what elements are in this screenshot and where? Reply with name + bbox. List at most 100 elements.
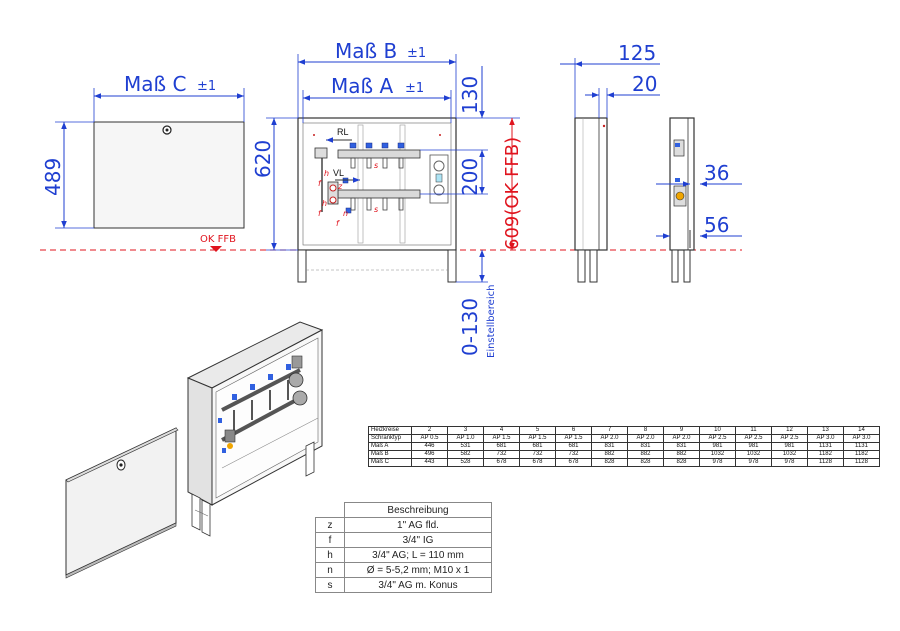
size-table-cell: 1032 [699, 450, 736, 459]
size-table-cell: 1032 [771, 450, 808, 459]
callout-s-top: s [374, 161, 378, 170]
size-table-cell: 828 [627, 458, 664, 467]
isometric-cabinet-view [65, 321, 324, 579]
size-table-cell: 6 [555, 426, 592, 435]
size-table-cell: 496 [411, 450, 448, 459]
size-table-cell: 12 [771, 426, 808, 435]
size-table-row-label: Schranktyp [368, 434, 412, 443]
size-table-cell: 9 [663, 426, 700, 435]
size-table-row-label: Heizkreise [368, 426, 412, 435]
legend-key: f [315, 532, 345, 548]
size-table-cell: 732 [555, 450, 592, 459]
legend-title: Beschreibung [344, 502, 492, 518]
callout-f-bottom: f [336, 219, 340, 228]
cabinet-side-view [560, 58, 660, 283]
legend-header-row: Beschreibung [316, 502, 492, 518]
size-table-cell: 681 [555, 442, 592, 451]
size-table-cell: 1182 [843, 450, 880, 459]
legend-value: 3/4" AG; L = 110 mm [344, 547, 492, 563]
callout-h: h [324, 169, 329, 178]
size-table-cell: 981 [771, 442, 808, 451]
dim-125: 125 [618, 41, 656, 65]
size-table-cell: 828 [591, 458, 628, 467]
size-table-cell: 7 [591, 426, 628, 435]
vl-label: VL [333, 168, 344, 178]
size-table-cell: 978 [771, 458, 808, 467]
mass-a-label: Maß A [331, 74, 393, 98]
size-table-cell: 831 [663, 442, 700, 451]
mass-b-label: Maß B [335, 39, 397, 63]
mass-c-label: Maß C [124, 72, 186, 96]
size-table-cell: 11 [735, 426, 772, 435]
size-table-cell: 13 [807, 426, 844, 435]
legend-key: h [315, 547, 345, 563]
size-table-cell: 3 [447, 426, 484, 435]
callout-n: n [343, 209, 348, 218]
right-dimension-lines [420, 66, 520, 283]
size-table-cell: AP 3.0 [843, 434, 880, 443]
size-table-cell: 1131 [807, 442, 844, 451]
size-table-cell: 1128 [807, 458, 844, 467]
size-table-cell: AP 1.5 [555, 434, 592, 443]
size-table-cell: 681 [483, 442, 520, 451]
size-table-cell: 732 [483, 450, 520, 459]
size-table-cell: 1131 [843, 442, 880, 451]
size-table-cell: 2 [411, 426, 448, 435]
size-table-cell: AP 0.5 [411, 434, 448, 443]
size-table-cell: 678 [483, 458, 520, 467]
callout-f-lower: f [318, 209, 322, 218]
rl-label: RL [337, 127, 349, 137]
size-table-cell: 831 [627, 442, 664, 451]
dim-56: 56 [704, 213, 729, 237]
legend-key: n [315, 562, 345, 578]
mass-b-tolerance: ±1 [407, 46, 426, 61]
size-table-cell: 443 [411, 458, 448, 467]
size-table-cell: 582 [447, 450, 484, 459]
ok-ffb-label: OK FFB [200, 234, 236, 245]
ok-ffb-triangle-icon [210, 246, 222, 252]
size-table-cell: 978 [699, 458, 736, 467]
dim-620-lines [266, 117, 298, 251]
size-table-cell: AP 2.5 [771, 434, 808, 443]
size-table-cell: 1128 [843, 458, 880, 467]
legend-key: s [315, 577, 345, 593]
dim-609-ok-ffb: 609(OK FFB) [502, 137, 523, 250]
dim-130: 130 [458, 76, 482, 114]
mass-a-tolerance: ±1 [405, 81, 424, 96]
size-table-cell: 681 [519, 442, 556, 451]
size-table-cell: 828 [663, 458, 700, 467]
size-table-cell: 678 [519, 458, 556, 467]
legend-value: 3/4" IG [344, 532, 492, 548]
size-table-cell: 446 [411, 442, 448, 451]
mass-ab-dimension-lines [297, 54, 457, 123]
size-table-cell: AP 2.5 [735, 434, 772, 443]
size-table-cell: AP 1.5 [483, 434, 520, 443]
size-table-row-label: Maß B [368, 450, 412, 459]
size-table-cell: AP 1.5 [519, 434, 556, 443]
size-table-cell: 5 [519, 426, 556, 435]
size-table-cell: AP 2.0 [627, 434, 664, 443]
dim-20: 20 [632, 72, 657, 96]
cabinet-front-view [297, 117, 457, 283]
door-front-view [55, 88, 245, 229]
size-table-cell: 732 [519, 450, 556, 459]
callout-z: z [337, 182, 343, 191]
size-table-cell: 882 [627, 450, 664, 459]
legend-key: z [315, 517, 345, 533]
size-table-cell: 882 [591, 450, 628, 459]
size-table-cell: AP 2.5 [699, 434, 736, 443]
legend-value: 3/4" AG m. Konus [344, 577, 492, 593]
size-table-cell: 981 [699, 442, 736, 451]
callout-f: f [318, 179, 322, 188]
mass-c-tolerance: ±1 [197, 79, 216, 94]
size-table-cell: 528 [447, 458, 484, 467]
